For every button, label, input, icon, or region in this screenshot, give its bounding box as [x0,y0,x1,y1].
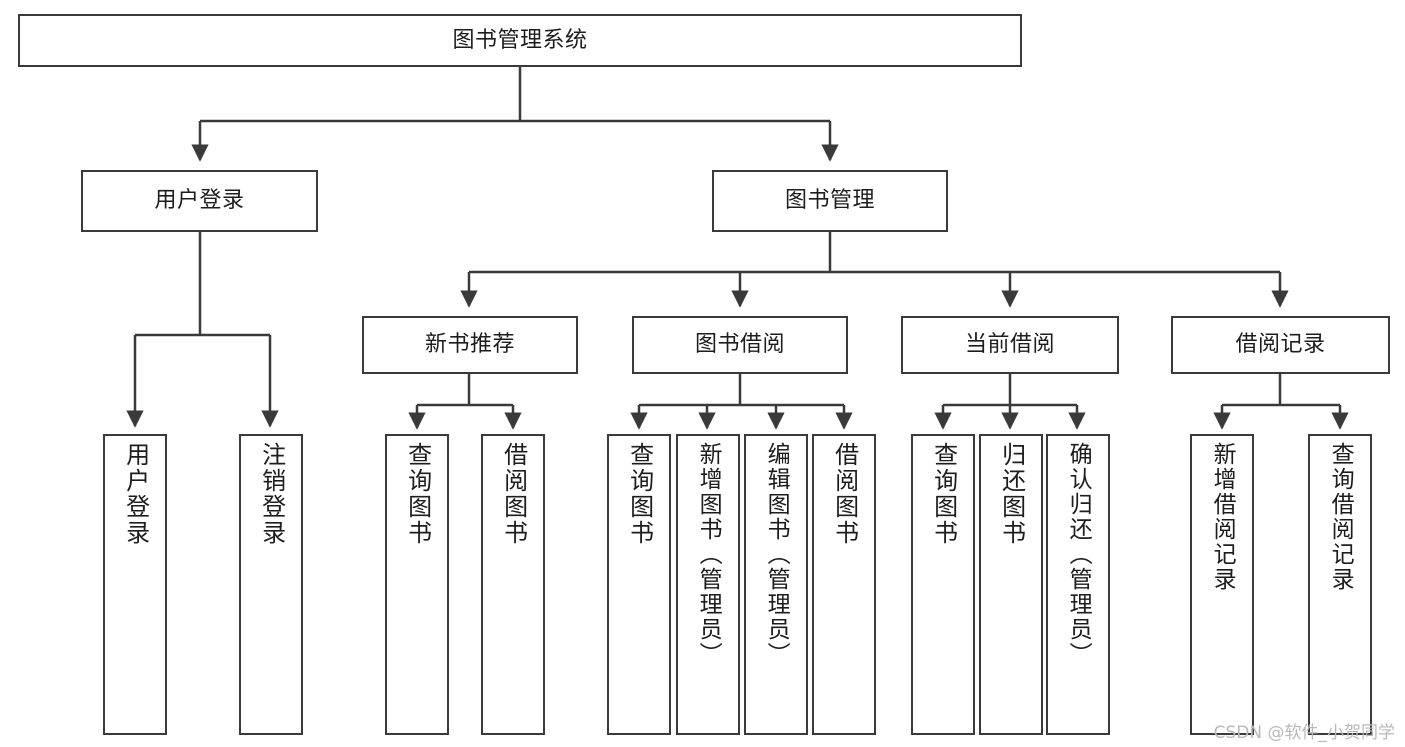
leaf-current-query-book[interactable]: 查询图书 [911,434,975,735]
leaf-borrow-add-book-admin-label: 新增图书（管理员） [695,442,722,667]
node-borrow-records[interactable]: 借阅记录 [1171,316,1390,374]
leaf-current-return-book-label: 归还图书 [997,442,1026,546]
node-book-borrow-label: 图书借阅 [694,332,785,358]
leaf-user-logout[interactable]: 注销登录 [239,434,303,735]
node-user-login-label: 用户登录 [154,188,245,214]
node-user-login[interactable]: 用户登录 [81,170,318,232]
node-current-borrow-label: 当前借阅 [964,332,1055,358]
leaf-borrow-add-book-admin[interactable]: 新增图书（管理员） [676,434,740,735]
node-book-management-label: 图书管理 [784,188,875,214]
leaf-current-confirm-return-admin-label: 确认归还（管理员） [1065,442,1092,667]
leaf-borrow-lend-book-label: 借阅图书 [830,442,859,546]
leaf-user-login[interactable]: 用户登录 [103,434,167,735]
leaf-recommend-query-book-label: 查询图书 [403,442,432,546]
leaf-current-return-book[interactable]: 归还图书 [979,434,1043,735]
node-book-borrow[interactable]: 图书借阅 [632,316,848,374]
node-root-label: 图书管理系统 [452,27,588,53]
leaf-record-add-borrow-record-label: 新增借阅记录 [1209,442,1236,592]
leaf-record-query-borrow-record-label: 查询借阅记录 [1327,442,1354,592]
leaf-borrow-lend-book[interactable]: 借阅图书 [812,434,876,735]
leaf-current-query-book-label: 查询图书 [929,442,958,546]
csdn-watermark: CSDN @软件_小贺同学 [1213,723,1395,743]
leaf-user-logout-label: 注销登录 [257,442,286,546]
leaf-recommend-borrow-book[interactable]: 借阅图书 [481,434,545,735]
leaf-borrow-edit-book-admin-label: 编辑图书（管理员） [763,442,790,667]
leaf-borrow-query-book-label: 查询图书 [625,442,654,546]
node-borrow-records-label: 借阅记录 [1235,332,1326,358]
leaf-current-confirm-return-admin[interactable]: 确认归还（管理员） [1046,434,1110,735]
node-new-book-recommend[interactable]: 新书推荐 [362,316,578,374]
node-root[interactable]: 图书管理系统 [18,14,1022,67]
leaf-borrow-edit-book-admin[interactable]: 编辑图书（管理员） [744,434,808,735]
node-current-borrow[interactable]: 当前借阅 [901,316,1119,374]
leaf-record-query-borrow-record[interactable]: 查询借阅记录 [1308,434,1372,735]
leaf-recommend-borrow-book-label: 借阅图书 [499,442,528,546]
leaf-record-add-borrow-record[interactable]: 新增借阅记录 [1190,434,1254,735]
node-new-book-recommend-label: 新书推荐 [424,332,515,358]
node-book-management[interactable]: 图书管理 [712,170,948,232]
leaf-recommend-query-book[interactable]: 查询图书 [385,434,449,735]
leaf-user-login-label: 用户登录 [121,442,150,546]
leaf-borrow-query-book[interactable]: 查询图书 [607,434,671,735]
